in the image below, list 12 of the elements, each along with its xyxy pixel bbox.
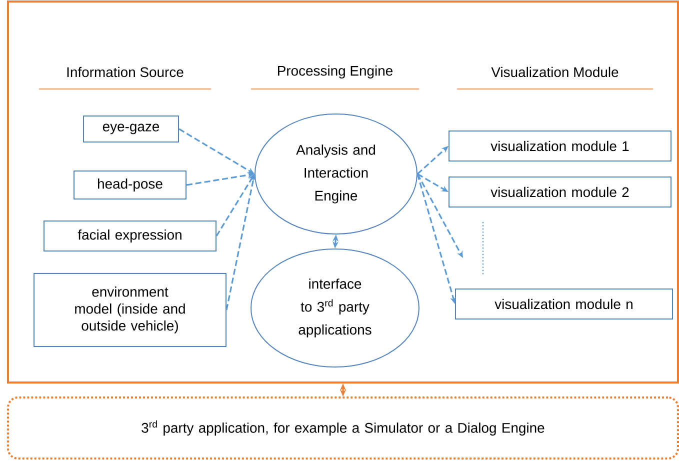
process-box: environment model (inside and outside vehicle) [34,273,226,347]
external-box: 3$^{rd}$ party application, for example a Simulator or a Dialog Engine [7,396,679,460]
process-box: visualization module 1 [448,130,672,162]
process-box: eye-gaze [83,116,179,142]
column-heading: Processing Engine [278,66,392,78]
process-box: visualization module 2 [448,176,672,208]
process-box: head-pose [74,170,186,200]
column-heading: Visualization Module [491,66,618,78]
process-box: visualization module n [455,288,673,320]
process-box: facial expression [44,220,216,252]
column-heading: Information Source [67,66,184,78]
system-frame [7,0,679,384]
